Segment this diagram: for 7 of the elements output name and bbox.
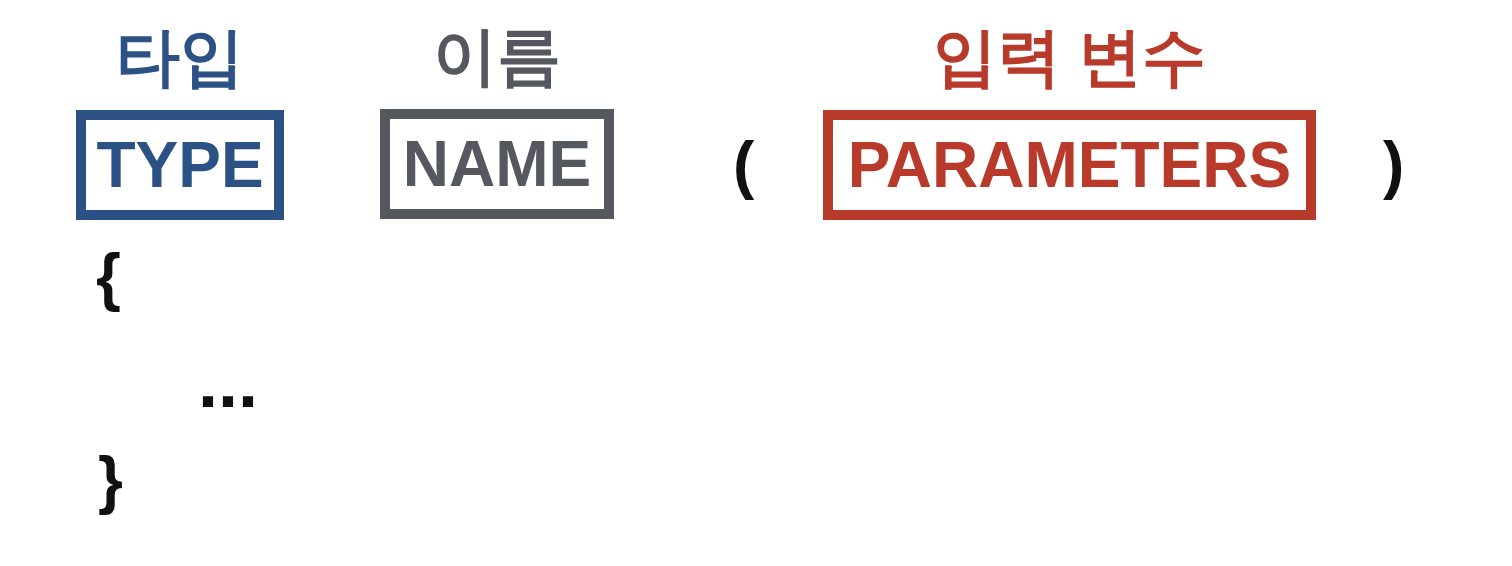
type-keyword-box: TYPE (76, 110, 284, 220)
ellipsis: ... (198, 346, 258, 418)
name-keyword-box: NAME (380, 109, 614, 219)
parameters-keyword-box: PARAMETERS (823, 110, 1316, 220)
name-heading: 이름 (433, 24, 561, 88)
parameters-heading: 입력 변수 (932, 25, 1207, 89)
type-heading: 타입 (116, 25, 244, 89)
